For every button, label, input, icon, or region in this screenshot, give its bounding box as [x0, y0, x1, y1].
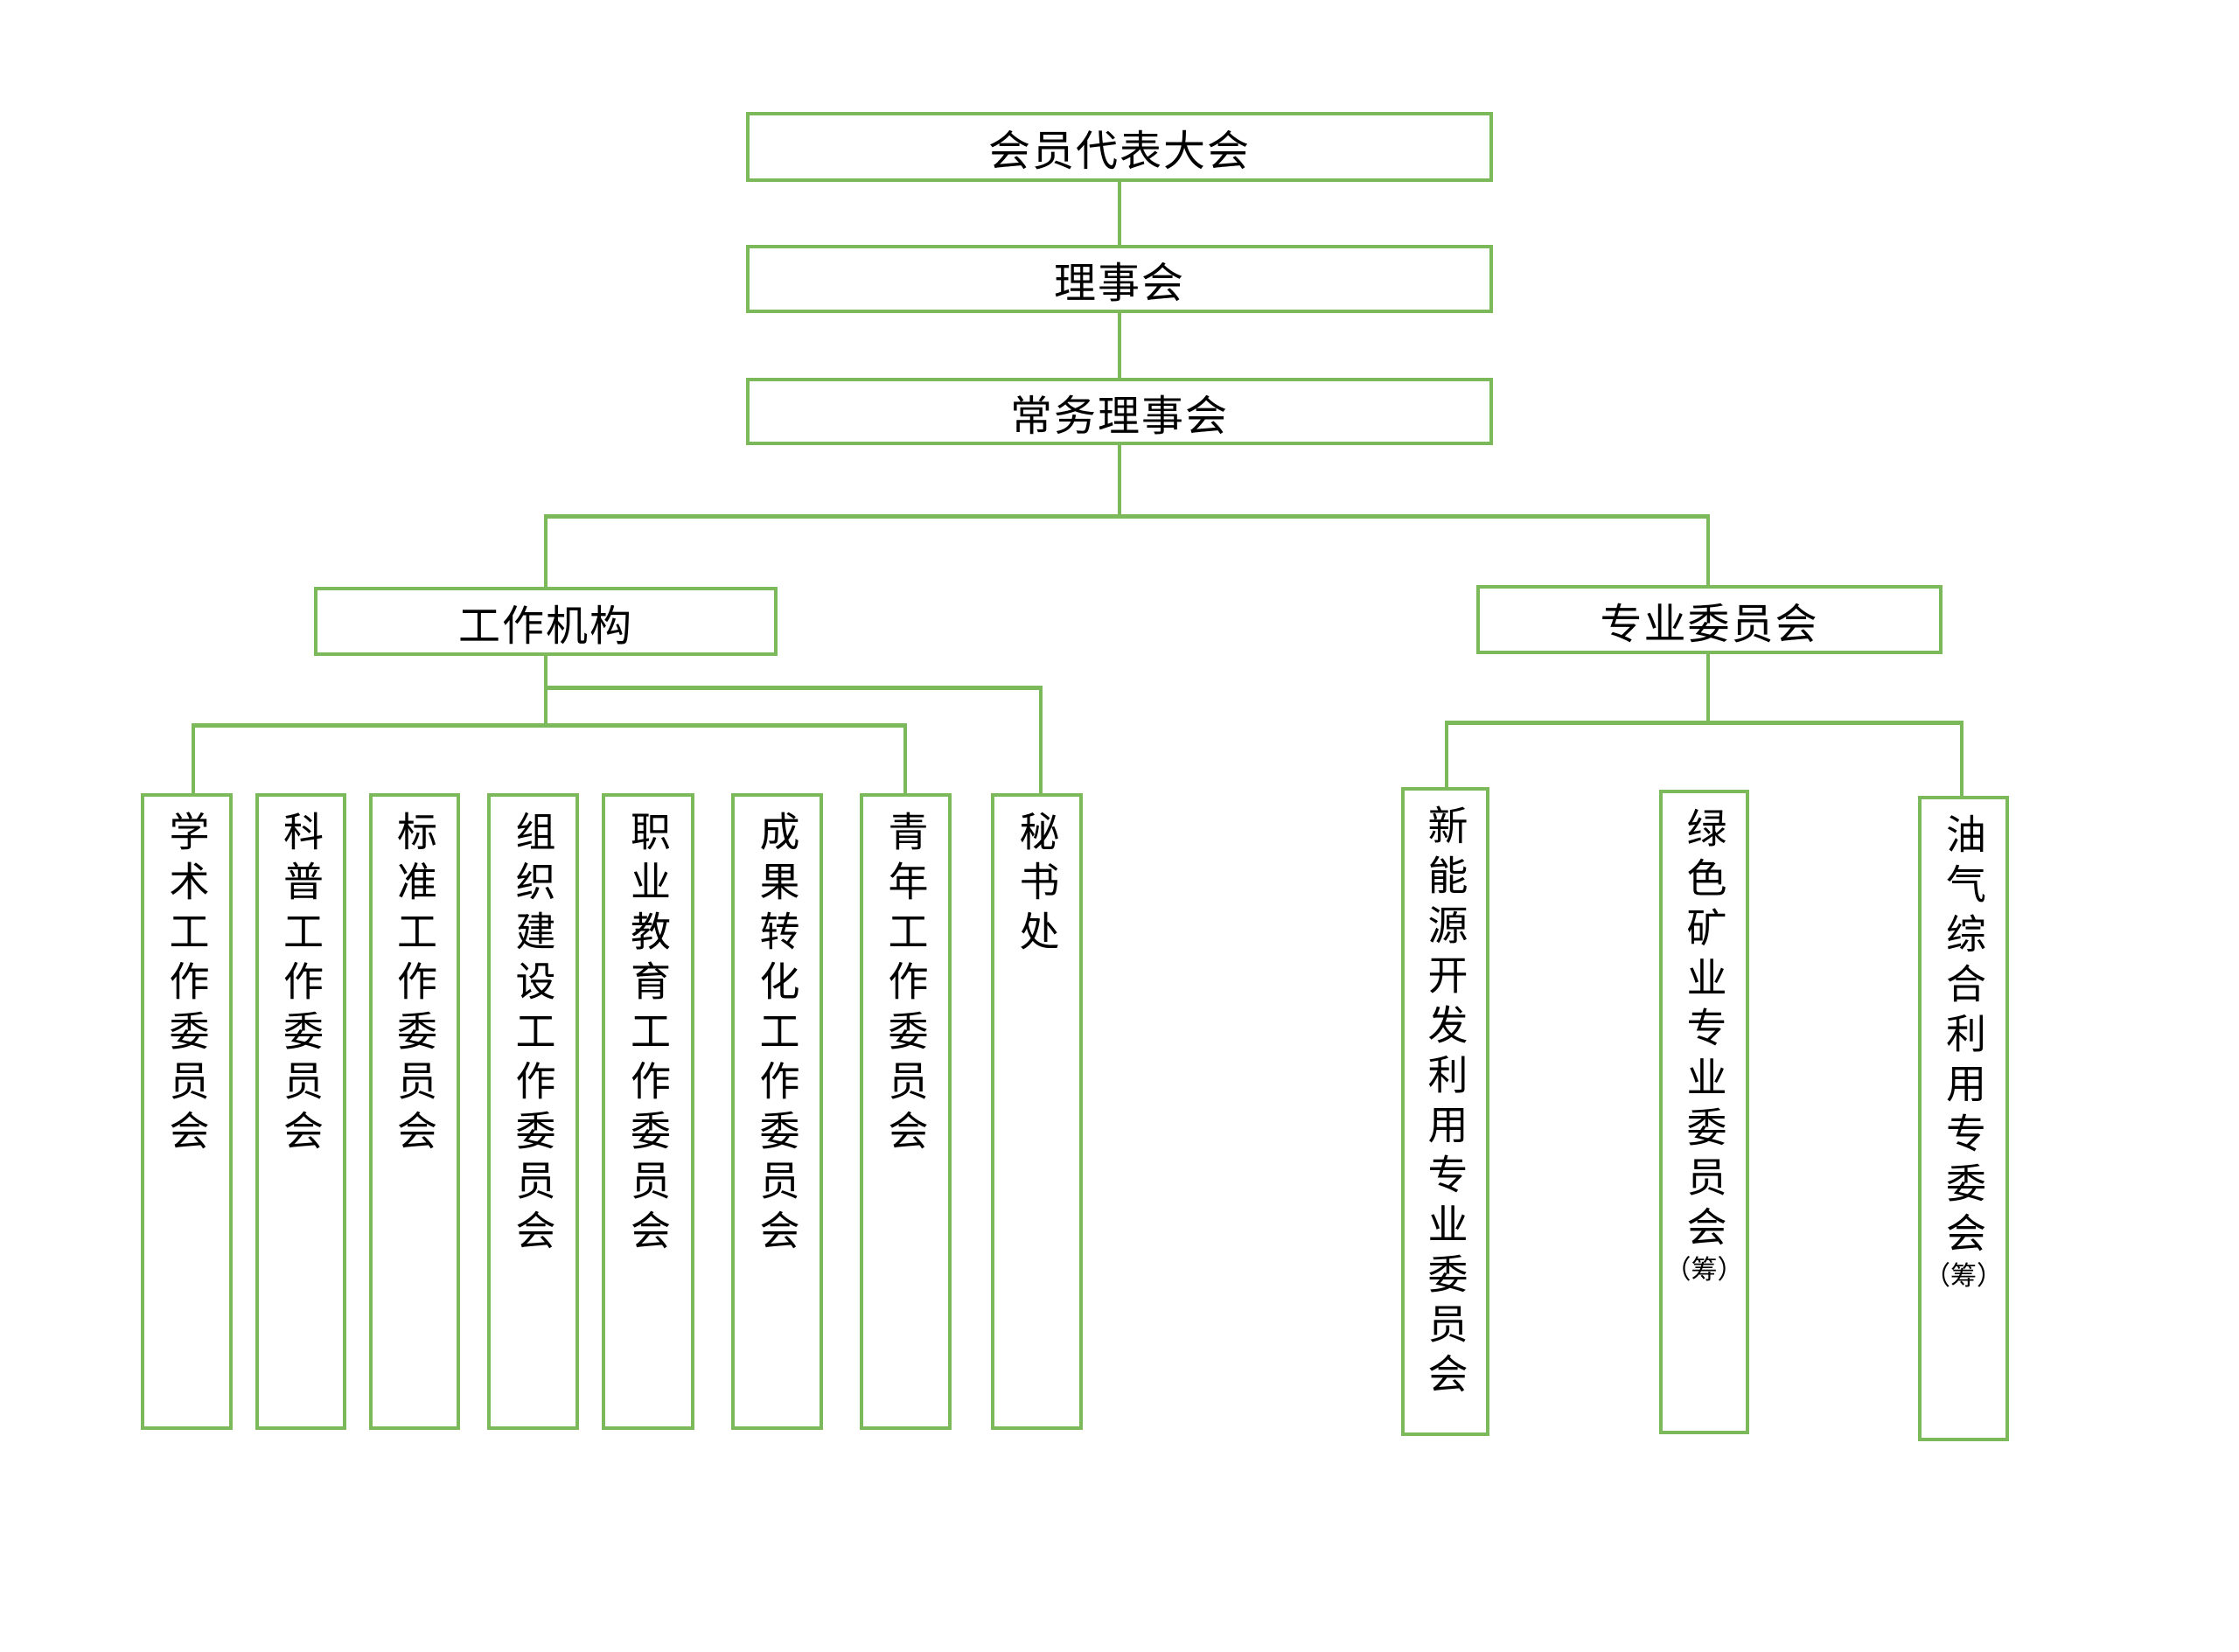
node-organization-building-committee: 组织建设工作委员会	[487, 793, 579, 1430]
connector-congress-board	[1118, 182, 1121, 245]
connector-secretariat-bus	[544, 686, 1043, 690]
node-youth-work-committee-label: 青年工作委员会	[882, 811, 930, 1160]
node-new-energy-committee-label: 新能源开发利用专业委员会	[1421, 805, 1469, 1403]
node-achievement-transformation-committee-label: 成果转化工作委员会	[753, 811, 801, 1259]
node-green-mining-committee-suffix: （筹）	[1664, 1255, 1744, 1286]
node-member-congress-label: 会员代表大会	[987, 127, 1251, 176]
connector-main-bus	[544, 514, 1710, 519]
connector-professional-children-bus	[1445, 721, 1963, 725]
node-achievement-transformation-committee: 成果转化工作委员会	[731, 793, 823, 1430]
node-science-popularization-committee-label: 科普工作委员会	[277, 811, 324, 1160]
node-academic-work-committee: 学术工作委员会	[141, 793, 233, 1430]
connector-work-bodies-down	[544, 656, 548, 727]
connector-drop-work-bodies	[544, 514, 548, 587]
node-professional-committees: 专业委员会	[1476, 585, 1943, 654]
node-board-of-directors: 理事会	[746, 245, 1493, 313]
node-organization-building-committee-label: 组织建设工作委员会	[509, 811, 557, 1259]
node-secretariat-label: 秘书处	[1013, 811, 1061, 960]
connector-work-children-bus	[192, 723, 907, 728]
node-academic-work-committee-label: 学术工作委员会	[163, 811, 211, 1160]
node-standing-board: 常务理事会	[746, 378, 1493, 445]
connector-standing-down	[1118, 445, 1121, 514]
node-oil-gas-utilization-committee: 油气综合利用专委会（筹）	[1918, 796, 2009, 1441]
node-oil-gas-utilization-committee-suffix: （筹）	[1924, 1261, 2003, 1292]
node-board-of-directors-label: 理事会	[1053, 259, 1185, 308]
node-oil-gas-utilization-committee-label: 油气综合利用专委会	[1940, 813, 1987, 1262]
connector-drop-secretariat	[1039, 686, 1043, 793]
node-standards-work-committee: 标准工作委员会	[369, 793, 460, 1430]
connector-drop-professional	[1706, 514, 1710, 585]
connector-board-standing	[1118, 313, 1121, 378]
node-green-mining-committee: 绿色矿业专业委员会（筹）	[1659, 790, 1749, 1434]
node-green-mining-committee-label: 绿色矿业专业委员会	[1680, 807, 1728, 1256]
node-vocational-education-committee: 职业教育工作委员会	[602, 793, 694, 1430]
connector-professional-down	[1706, 654, 1710, 724]
node-vocational-education-committee-label: 职业教育工作委员会	[624, 811, 672, 1259]
node-standards-work-committee-label: 标准工作委员会	[391, 811, 438, 1160]
node-member-congress: 会员代表大会	[746, 112, 1493, 182]
node-science-popularization-committee: 科普工作委员会	[255, 793, 346, 1430]
node-work-bodies-label: 工作机构	[457, 601, 633, 651]
connector-drop-academic	[192, 723, 195, 793]
node-standing-board-label: 常务理事会	[1009, 391, 1229, 441]
node-youth-work-committee: 青年工作委员会	[860, 793, 952, 1430]
connector-drop-new-energy	[1445, 721, 1448, 787]
connector-drop-youth	[903, 723, 907, 793]
node-secretariat: 秘书处	[991, 793, 1083, 1430]
node-professional-committees-label: 专业委员会	[1600, 599, 1819, 649]
node-work-bodies: 工作机构	[314, 587, 778, 656]
connector-drop-oil-gas	[1960, 721, 1963, 796]
node-new-energy-committee: 新能源开发利用专业委员会	[1401, 787, 1489, 1436]
